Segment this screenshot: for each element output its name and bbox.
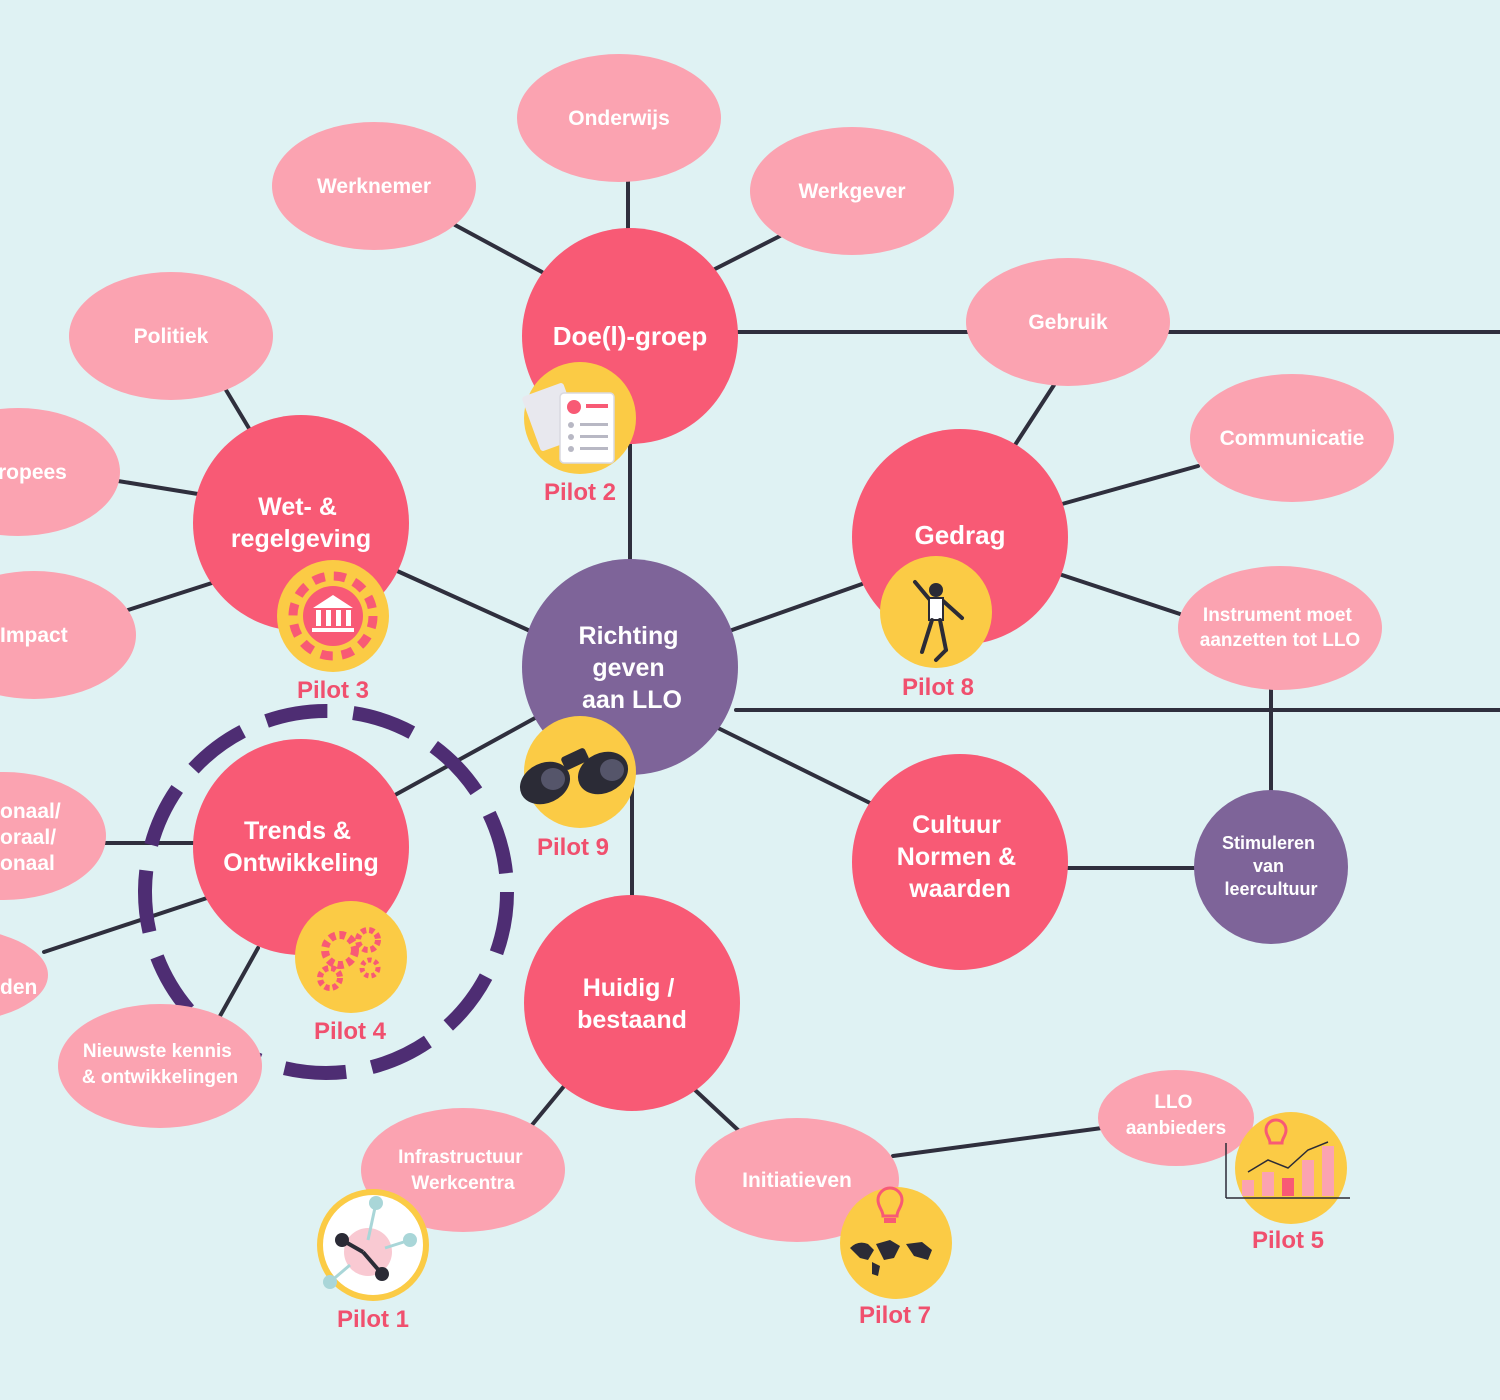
connector-huidig-initiatieven	[693, 1088, 740, 1132]
connector-wet-politiek	[224, 388, 252, 432]
pilot-4-label: Pilot 4	[314, 1018, 387, 1045]
leaf-llo-aanbieders[interactable]: LLO aanbieders	[1098, 1070, 1254, 1166]
connector-doelgroep-werknemer	[453, 223, 544, 274]
leaf-impact[interactable]: Impact	[0, 571, 136, 699]
leaf-leden-label: den	[0, 976, 37, 999]
connector-trends-leden	[42, 895, 212, 954]
government-gear-icon	[288, 571, 378, 661]
hub-huidig[interactable]: Huidig / bestaand	[524, 895, 740, 1111]
connector-center-cultuur	[716, 726, 872, 805]
connector-trends-nieuwste	[213, 946, 260, 1027]
pilot-1-badge[interactable]: Pilot 1	[317, 1189, 429, 1333]
leaf-gebruik[interactable]: Gebruik	[966, 258, 1170, 386]
connector-gedrag-gebruik	[1013, 383, 1056, 447]
pilot-2-badge[interactable]: Pilot 2	[521, 362, 636, 506]
connector-gedrag-communicatie	[1060, 464, 1200, 506]
leaf-werkgever-label: Werkgever	[798, 180, 905, 203]
pilot-5-badge[interactable]: Pilot 5	[1225, 1112, 1350, 1254]
gears-icon	[317, 927, 381, 991]
growth-chart-icon	[1225, 1118, 1350, 1199]
leaf-nodes: Onderwijs Werknemer Werkgever Politiek r…	[0, 54, 1394, 1242]
pilot-9-badge[interactable]: Pilot 9	[513, 716, 636, 861]
connector-doelgroep-werkgever	[711, 234, 782, 272]
leaf-instrument[interactable]: Instrument moet aanzetten tot LLO	[1178, 566, 1382, 690]
leaf-gebruik-label: Gebruik	[1028, 311, 1108, 334]
jumping-person-icon	[913, 580, 964, 662]
leaf-onderwijs[interactable]: Onderwijs	[517, 54, 721, 182]
hub-cultuur[interactable]: Cultuur Normen & waarden	[852, 754, 1068, 970]
binoculars-icon	[519, 748, 629, 805]
hub-stimuleren[interactable]: Stimuleren van leercultuur	[1194, 790, 1348, 944]
connector-wet-europees	[116, 479, 200, 496]
pilot-9-label: Pilot 9	[537, 834, 609, 861]
pilot-3-badge[interactable]: Pilot 3	[277, 560, 389, 704]
leaf-infrastructuur-label: Infrastructuur Werkcentra	[398, 1147, 528, 1194]
pilot-badges: Pilot 2 Pilot 3	[277, 362, 1350, 1333]
hub-cultuur-label: Cultuur Normen & waarden	[897, 811, 1023, 903]
pilot-3-label: Pilot 3	[297, 677, 369, 704]
pilot-8-label: Pilot 8	[902, 674, 974, 701]
leaf-europees-label: ropees	[0, 461, 67, 484]
hub-nodes: Doe(l)-groep Wet- & regelgeving Gedrag T…	[193, 228, 1348, 1111]
leaf-nieuwste-label: Nieuwste kennis & ontwikkelingen	[82, 1041, 238, 1088]
connector-wet-impact	[126, 580, 217, 612]
hub-trends[interactable]: Trends & Ontwikkeling	[193, 739, 409, 955]
leaf-nieuwste[interactable]: Nieuwste kennis & ontwikkelingen	[58, 1004, 262, 1128]
leaf-werknemer[interactable]: Werknemer	[272, 122, 476, 250]
pilot-1-label: Pilot 1	[337, 1306, 409, 1333]
pilot-7-label: Pilot 7	[859, 1302, 931, 1329]
connector-huidig-infrastructuur	[530, 1083, 567, 1127]
world-idea-icon	[850, 1186, 932, 1276]
leaf-werkgever[interactable]: Werkgever	[750, 127, 954, 255]
hub-doel-groep-label: Doe(l)-groep	[553, 321, 708, 351]
leaf-impact-label: Impact	[0, 624, 68, 647]
network-icon	[323, 1196, 417, 1289]
leaf-communicatie-label: Communicatie	[1220, 427, 1365, 450]
leaf-initiatieven[interactable]: Initiatieven	[695, 1118, 899, 1242]
pilot-4-badge[interactable]: Pilot 4	[295, 901, 407, 1045]
leaf-llo-aanbieders-label: LLO aanbieders	[1126, 1092, 1226, 1139]
leaf-leden[interactable]: den	[0, 927, 48, 1023]
checklist-icon	[522, 383, 615, 464]
leaf-werknemer-label: Werknemer	[317, 175, 431, 198]
highlight-dashed-ring	[138, 704, 514, 1080]
hub-huidig-label: Huidig / bestaand	[577, 974, 687, 1034]
pilot-8-badge[interactable]: Pilot 8	[880, 556, 992, 701]
hub-wet-label: Wet- & regelgeving	[231, 493, 371, 553]
connector-gedrag-instrument	[1060, 573, 1182, 616]
leaf-europees[interactable]: ropees	[0, 408, 120, 536]
leaf-politiek[interactable]: Politiek	[69, 272, 273, 400]
pilot-7-badge[interactable]: Pilot 7	[840, 1186, 952, 1329]
pilot-5-label: Pilot 5	[1252, 1227, 1324, 1254]
connector-initiatieven-llo	[891, 1126, 1104, 1158]
connector-center-trends	[393, 716, 537, 797]
leaf-initiatieven-label: Initiatieven	[742, 1169, 852, 1192]
leaf-infrastructuur[interactable]: Infrastructuur Werkcentra	[361, 1108, 565, 1232]
leaf-regionaal[interactable]: onaal/ oraal/ onaal	[0, 772, 106, 900]
leaf-instrument-label: Instrument moet aanzetten tot LLO	[1200, 605, 1360, 651]
connector-center-wet	[393, 568, 530, 632]
center-label: Richting geven aan LLO	[579, 622, 686, 714]
hub-stimuleren-label: Stimuleren van leercultuur	[1222, 833, 1320, 899]
leaf-communicatie[interactable]: Communicatie	[1190, 374, 1394, 502]
connector-center-gedrag	[730, 582, 864, 632]
pilot-2-label: Pilot 2	[544, 479, 616, 506]
hub-gedrag-label: Gedrag	[914, 520, 1005, 550]
hub-trends-label: Trends & Ontwikkeling	[223, 817, 379, 877]
leaf-politiek-label: Politiek	[134, 325, 209, 348]
leaf-onderwijs-label: Onderwijs	[568, 107, 670, 130]
leaf-regionaal-label: onaal/ oraal/ onaal	[0, 800, 67, 875]
